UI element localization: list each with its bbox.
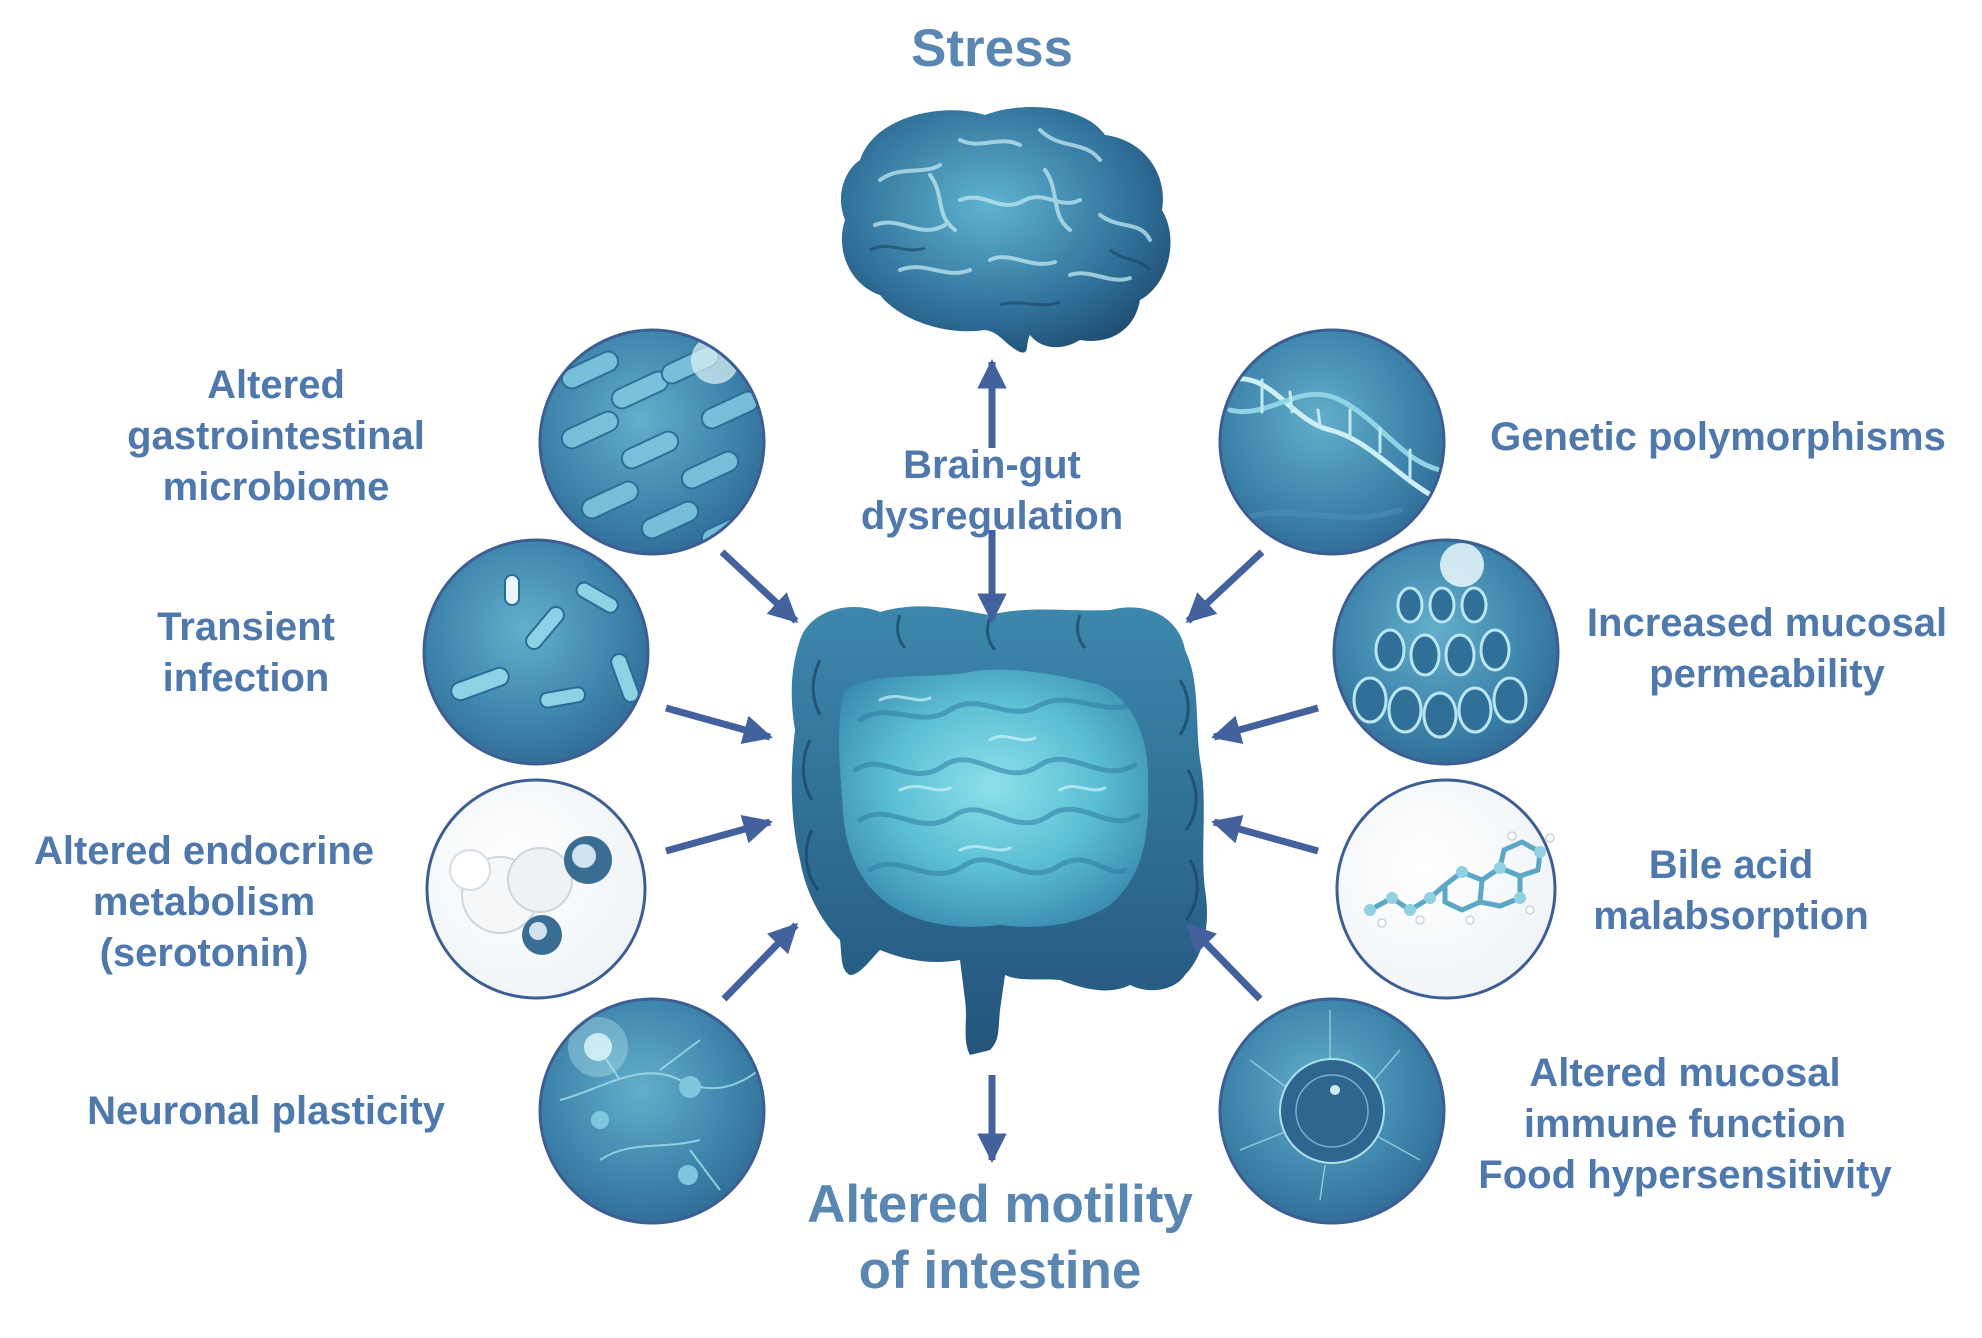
outcome-line-2: of intestine bbox=[858, 1241, 1142, 1301]
label-infection: Transient infection bbox=[118, 602, 374, 704]
microbiome-line-3: microbiome bbox=[162, 465, 390, 510]
label-bile: Bile acid malabsorption bbox=[1572, 840, 1890, 942]
brain-gut-line-2: dysregulation bbox=[860, 494, 1124, 539]
permeability-line-1: Increased mucosal bbox=[1586, 601, 1948, 645]
immune-line-1: Altered mucosal bbox=[1529, 1051, 1841, 1095]
neuron-icon bbox=[538, 997, 766, 1225]
neuronal-line-1: Neuronal plasticity bbox=[87, 1089, 445, 1133]
immune-line-3: Food hypersensitivity bbox=[1478, 1153, 1892, 1198]
arrow-neuronal bbox=[721, 922, 799, 1002]
microbiome-line-1: Altered bbox=[207, 363, 345, 407]
infection-line-1: Transient bbox=[157, 605, 335, 649]
dna-icon bbox=[1218, 328, 1446, 556]
endocrine-line-3: (serotonin) bbox=[99, 931, 309, 976]
permeability-line-2: permeability bbox=[1649, 652, 1885, 697]
arrow-infection bbox=[665, 704, 773, 745]
microbiome-line-2: gastrointestinal bbox=[127, 414, 425, 459]
bacteria-icon bbox=[422, 538, 650, 766]
brain-gut-label: Brain-gut dysregulation bbox=[830, 440, 1154, 542]
title-stress: Stress bbox=[910, 19, 1074, 78]
label-permeability: Increased mucosal permeability bbox=[1564, 598, 1970, 700]
villi-icon bbox=[1332, 538, 1560, 766]
arrow-permeability bbox=[1211, 704, 1319, 745]
arrow-immune bbox=[1185, 922, 1263, 1002]
label-endocrine: Altered endocrine metabolism (serotonin) bbox=[4, 826, 404, 980]
brain-illustration bbox=[840, 107, 1171, 353]
label-neuronal: Neuronal plasticity bbox=[56, 1086, 476, 1137]
molecule-icon bbox=[425, 778, 647, 1000]
arrow-bile bbox=[1211, 814, 1319, 855]
outcome-label: Altered motility of intestine bbox=[765, 1172, 1235, 1305]
outcome-line-1: Altered motility bbox=[807, 1175, 1193, 1234]
endocrine-line-1: Altered endocrine bbox=[33, 829, 375, 873]
bile-acid-icon bbox=[1335, 778, 1557, 1000]
intestine-illustration bbox=[791, 606, 1208, 1055]
bile-line-2: malabsorption bbox=[1593, 894, 1869, 939]
microbiome-icon bbox=[538, 328, 766, 556]
factor-arrows bbox=[665, 549, 1319, 1002]
infection-line-2: infection bbox=[162, 656, 330, 701]
label-genetic: Genetic polymorphisms bbox=[1458, 412, 1978, 463]
bile-line-1: Bile acid bbox=[1648, 843, 1814, 887]
arrow-genetic bbox=[1185, 549, 1265, 624]
genetic-line-1: Genetic polymorphisms bbox=[1490, 415, 1946, 459]
arrow-microbiome bbox=[719, 549, 799, 624]
label-microbiome: Altered gastrointestinal microbiome bbox=[96, 360, 456, 514]
immune-cell-icon bbox=[1218, 997, 1446, 1225]
brain-gut-line-1: Brain-gut bbox=[903, 443, 1081, 487]
label-immune: Altered mucosal immune function Food hyp… bbox=[1450, 1048, 1920, 1202]
arrow-endocrine bbox=[665, 814, 773, 855]
endocrine-line-2: metabolism bbox=[92, 880, 316, 925]
immune-line-2: immune function bbox=[1523, 1102, 1847, 1147]
